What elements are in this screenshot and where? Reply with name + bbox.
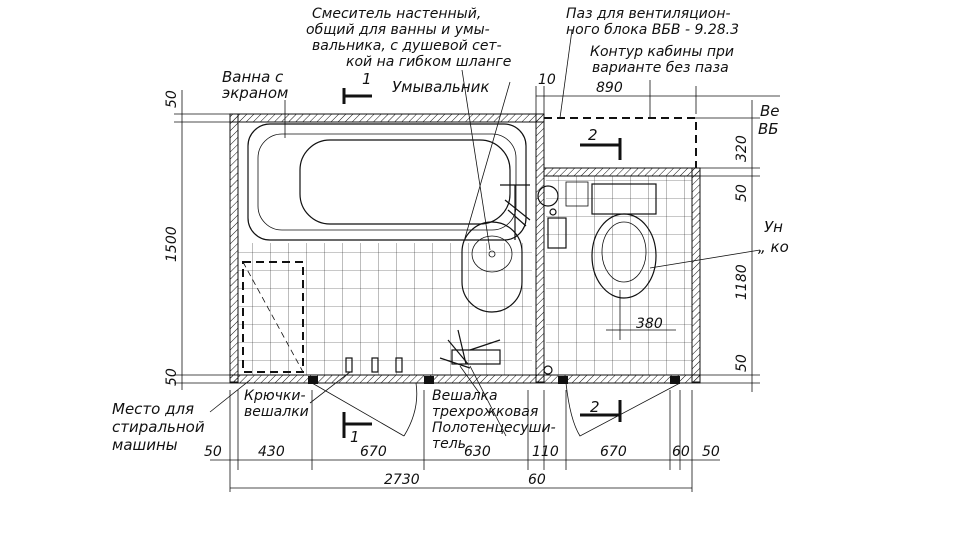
svg-text:варианте без паза: варианте без паза (592, 60, 729, 76)
svg-text:2: 2 (590, 398, 600, 416)
svg-text:кой на гибком шланге: кой на гибком шланге (346, 54, 511, 70)
label-vent-groove: Паз для вентиляцион- ного блока ВБВ - 9.… (566, 6, 739, 38)
label-mixer: Смеситель настенный, общий для ванны и у… (306, 6, 511, 70)
label-washbasin: Умывальник (392, 78, 489, 96)
door-hinge-right (558, 376, 568, 384)
washing-machine-place (242, 261, 304, 373)
svg-text:вальника, с душевой сет-: вальника, с душевой сет- (312, 38, 502, 54)
svg-text:Ун: Ун (764, 218, 783, 236)
svg-text:трехрожковая: трехрожковая (432, 404, 538, 420)
dim-right-320: 320 (734, 135, 750, 162)
dim-bottom-670-b: 670 (600, 444, 627, 460)
svg-text:1: 1 (350, 428, 360, 446)
svg-text:ного блока ВБВ - 9.28.3: ного блока ВБВ - 9.28.3 (566, 22, 739, 38)
cabin-contour-dashed (544, 117, 697, 168)
door-hinge-left (308, 376, 318, 384)
dim-inner-380: 380 (636, 316, 663, 332)
section-mark-1-bottom: 1 (342, 412, 372, 446)
dim-right-50-bottom: 50 (734, 354, 750, 372)
floor-drain (543, 365, 553, 375)
dim-left-1500: 1500 (164, 226, 180, 262)
label-towel-dryer: Полотенцесуши- тель (432, 420, 556, 452)
svg-text:Место для: Место для (112, 400, 194, 418)
dim-right-50-top: 50 (734, 184, 750, 202)
svg-text:вешалки: вешалки (244, 404, 309, 420)
bathroom-tile-floor (238, 243, 532, 375)
dim-bottom-110: 110 (532, 444, 559, 460)
dim-bottom-50-right: 50 (702, 444, 720, 460)
dim-top-890: 890 (596, 80, 623, 96)
svg-text:2: 2 (588, 126, 598, 144)
dim-bottom-60-under: 60 (528, 472, 546, 488)
hanger-three-horn (439, 329, 471, 369)
svg-text:Ванна с: Ванна с (222, 68, 284, 86)
svg-text:стиральной: стиральной (112, 418, 205, 436)
label-hanger: Вешалка трехрожковая (432, 388, 538, 420)
svg-text:Крючки-: Крючки- (244, 388, 306, 404)
section-mark-1-top: 1 (342, 70, 372, 104)
dim-bottom-630: 630 (464, 444, 491, 460)
door-hinge-far-right (670, 376, 680, 384)
toilet-door-swing (565, 382, 681, 437)
section-mark-2-bottom: 2 (580, 398, 622, 422)
bathtub (247, 123, 527, 241)
dim-left-50-bottom: 50 (164, 368, 180, 386)
dim-bottom-670-a: 670 (360, 444, 387, 460)
dim-right-1180: 1180 (734, 264, 750, 300)
svg-text:Паз для вентиляцион-: Паз для вентиляцион- (566, 6, 731, 22)
hooks (345, 357, 403, 373)
svg-text:Ве: Ве (760, 102, 780, 120)
toilet-tile-floor (546, 176, 692, 375)
dim-bottom-430: 430 (258, 444, 285, 460)
leader-lines (209, 29, 761, 437)
label-toilet-cut: Ун „ ко (758, 218, 789, 256)
label-vent-cut: Ве ВБ (758, 102, 780, 138)
label-bath: Ванна с экраном (222, 68, 288, 102)
svg-text:1: 1 (362, 70, 372, 88)
dimension-lines (174, 86, 780, 492)
svg-text:общий для ванны и умы-: общий для ванны и умы- (306, 22, 490, 38)
svg-text:Контур кабины при: Контур кабины при (590, 44, 734, 60)
door-hinge-mid (424, 376, 434, 384)
bathroom-door-swing (311, 382, 418, 437)
svg-text:тель: тель (432, 436, 466, 452)
svg-text:Вешалка: Вешалка (432, 388, 498, 404)
section-mark-2-top: 2 (580, 126, 622, 160)
dim-left-50-top: 50 (164, 90, 180, 108)
washbasin (461, 221, 523, 313)
svg-text:„ ко: „ ко (758, 238, 789, 256)
dim-bottom-60: 60 (672, 444, 690, 460)
label-hooks: Крючки- вешалки (244, 388, 309, 420)
mixer-tap (500, 184, 567, 249)
svg-text:Смеситель настенный,: Смеситель настенный, (312, 6, 481, 22)
svg-text:машины: машины (112, 436, 178, 454)
svg-text:Полотенцесуши-: Полотенцесуши- (432, 420, 556, 436)
dim-bottom-50-left: 50 (204, 444, 222, 460)
svg-text:ВБ: ВБ (758, 120, 779, 138)
dim-total-2730: 2730 (384, 472, 420, 488)
towel-dryer (451, 339, 501, 365)
label-washing-machine: Место для стиральной машины (112, 400, 205, 454)
toilet (565, 181, 657, 299)
dim-top-10: 10 (538, 72, 556, 88)
svg-text:экраном: экраном (222, 84, 288, 102)
label-cabin-contour: Контур кабины при варианте без паза (590, 44, 734, 76)
toilet-cabin-walls (543, 167, 701, 384)
